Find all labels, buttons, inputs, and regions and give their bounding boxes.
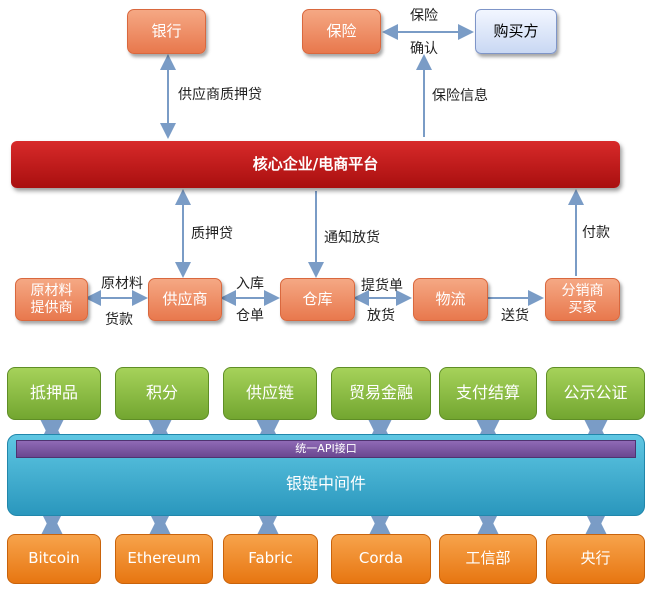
app-label: 公示公证 (563, 383, 628, 403)
raw-supplier-label: 原材料 提供商 (30, 283, 73, 316)
logistics-label: 物流 (435, 289, 466, 308)
app-notarization: 公示公证 (546, 367, 645, 420)
bank-label: 银行 (151, 21, 182, 40)
edge-label-pay: 付款 (582, 225, 610, 241)
app-supply-chain: 供应链 (223, 367, 317, 420)
chain-label: Corda (358, 549, 404, 568)
edge-label-warehouse-receipt: 仓单 (236, 308, 264, 324)
edge-label-bill-of-lading: 提货单 (361, 278, 403, 294)
app-collateral: 抵押品 (7, 367, 101, 420)
app-points: 积分 (115, 367, 209, 420)
chain-label: Bitcoin (28, 549, 80, 568)
edge-label-confirm: 确认 (410, 41, 438, 57)
supplier-node: 供应商 (148, 278, 222, 321)
chain-miit: 工信部 (439, 534, 537, 584)
chain-corda: Corda (331, 534, 431, 584)
insurance-node: 保险 (302, 9, 381, 54)
edge-label-inbound: 入库 (236, 276, 264, 292)
chain-label: Fabric (248, 549, 293, 568)
chain-ethereum: Ethereum (115, 534, 213, 584)
api-label: 统一API接口 (295, 441, 357, 455)
edge-label-delivery: 送货 (501, 308, 529, 324)
warehouse-label: 仓库 (302, 289, 333, 308)
app-label: 支付结算 (455, 383, 520, 403)
edge-label-notify-release: 通知放货 (324, 230, 380, 246)
warehouse-node: 仓库 (280, 278, 355, 321)
bank-node: 银行 (127, 9, 206, 54)
edge-label-release: 放货 (367, 308, 395, 324)
core-platform-label: 核心企业/电商平台 (252, 154, 379, 173)
edge-label-insurance-info: 保险信息 (432, 88, 488, 104)
raw-supplier-node: 原材料 提供商 (15, 278, 88, 321)
chain-label: 央行 (580, 549, 611, 568)
logistics-node: 物流 (413, 278, 488, 321)
chain-fabric: Fabric (223, 534, 318, 584)
core-platform-bar: 核心企业/电商平台 (11, 141, 620, 188)
middleware-label: 银链中间件 (285, 473, 366, 493)
edge-label-raw-material: 原材料 (101, 276, 143, 292)
app-payment-settlement: 支付结算 (439, 367, 537, 420)
api-bar: 统一API接口 (16, 440, 636, 458)
distributor-node: 分销商 买家 (545, 278, 620, 321)
distributor-label: 分销商 买家 (561, 283, 604, 316)
supplier-label: 供应商 (162, 289, 208, 308)
app-label: 贸易金融 (348, 383, 413, 403)
app-trade-finance: 贸易金融 (331, 367, 431, 420)
buyer-label: 购买方 (493, 21, 539, 40)
buyer-node: 购买方 (475, 9, 557, 54)
chain-bitcoin: Bitcoin (7, 534, 101, 584)
middleware-chain-arrows (40, 510, 608, 537)
app-label: 供应链 (245, 383, 294, 403)
app-label: 积分 (145, 383, 178, 403)
edge-label-goods-payment: 货款 (105, 312, 133, 328)
chain-label: Ethereum (127, 549, 201, 568)
edge-label-insure: 保险 (410, 8, 438, 24)
chain-central-bank: 央行 (546, 534, 645, 584)
app-label: 抵押品 (29, 383, 78, 403)
edge-label-pledge-loan: 供应商质押贷 (178, 87, 262, 103)
insurance-label: 保险 (326, 21, 357, 40)
edge-label-pledge: 质押贷 (191, 226, 233, 242)
chain-label: 工信部 (465, 549, 511, 568)
